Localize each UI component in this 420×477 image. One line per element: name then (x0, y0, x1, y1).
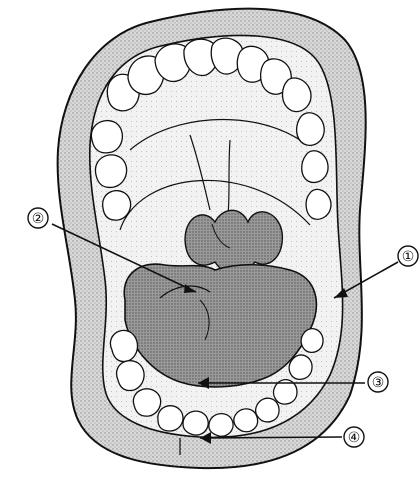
callout-label-2: ② (32, 211, 45, 227)
throat (185, 210, 282, 273)
callout-label-1: ① (402, 249, 415, 265)
callout-2: ② (28, 208, 48, 228)
callout-4: ④ (344, 427, 364, 447)
callout-1: ① (398, 246, 418, 266)
callout-label-3: ③ (372, 375, 385, 391)
callout-3: ③ (368, 372, 388, 392)
callout-line-4 (200, 437, 342, 438)
callout-label-4: ④ (348, 430, 361, 446)
